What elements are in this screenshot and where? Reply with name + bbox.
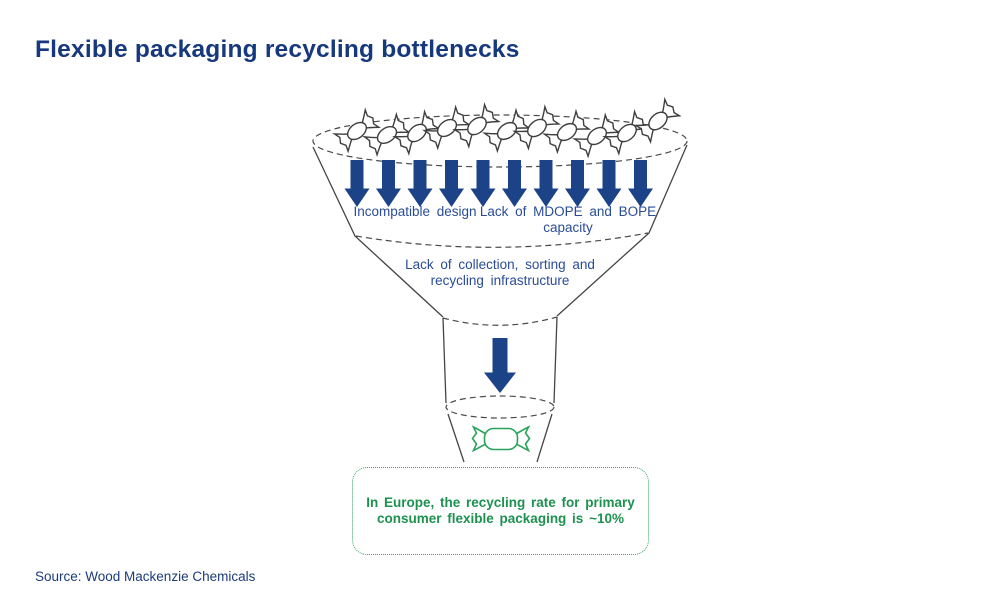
funnel-neck-top-arc	[442, 316, 558, 326]
funnel-neck-left	[442, 317, 447, 404]
label-collection-line1: Lack of collection, sorting and	[405, 257, 595, 272]
down-arrow-icon	[439, 160, 464, 207]
down-arrow-icon	[565, 160, 590, 207]
funnel-left-side	[312, 146, 444, 318]
down-arrow-icon	[407, 160, 433, 207]
label-incompatible-design: Incompatible design	[353, 204, 477, 219]
label-mdope-line1: Lack of MDOPE and BOPE	[479, 204, 657, 219]
big-down-arrow-icon	[484, 338, 516, 393]
funnel-tip-right	[536, 413, 553, 463]
label-mdope-line2: capacity	[543, 219, 593, 235]
source-note: Source: Wood Mackenzie Chemicals	[35, 569, 256, 584]
recycled-candy-icon	[471, 425, 531, 453]
down-arrow-icon	[596, 160, 622, 207]
page-title: Flexible packaging recycling bottlenecks	[35, 36, 520, 63]
funnel-neck-bottom-ellipse	[445, 395, 555, 419]
down-arrow-icon	[502, 160, 527, 207]
funnel-tip-left	[447, 413, 465, 463]
funnel-top-ellipse	[312, 114, 688, 168]
funnel-mid-ellipse-arc	[355, 232, 649, 248]
label-collection-line2: recycling infrastructure	[430, 272, 570, 288]
funnel-right-side	[556, 144, 688, 317]
funnel-neck-right	[553, 316, 558, 404]
result-line1: In Europe, the recycling rate for primar…	[366, 494, 635, 510]
result-callout: In Europe, the recycling rate for primar…	[352, 467, 649, 555]
down-arrow-icon	[628, 160, 653, 207]
down-arrow-icon	[376, 160, 401, 207]
result-line2: consumer flexible packaging is ~10%	[377, 511, 624, 526]
down-arrow-icon	[344, 160, 370, 207]
label-mdope-bope-capacity: Lack of MDOPE and BOPE capacity	[480, 204, 656, 235]
label-collection-infrastructure: Lack of collection, sorting and recyclin…	[405, 257, 595, 288]
